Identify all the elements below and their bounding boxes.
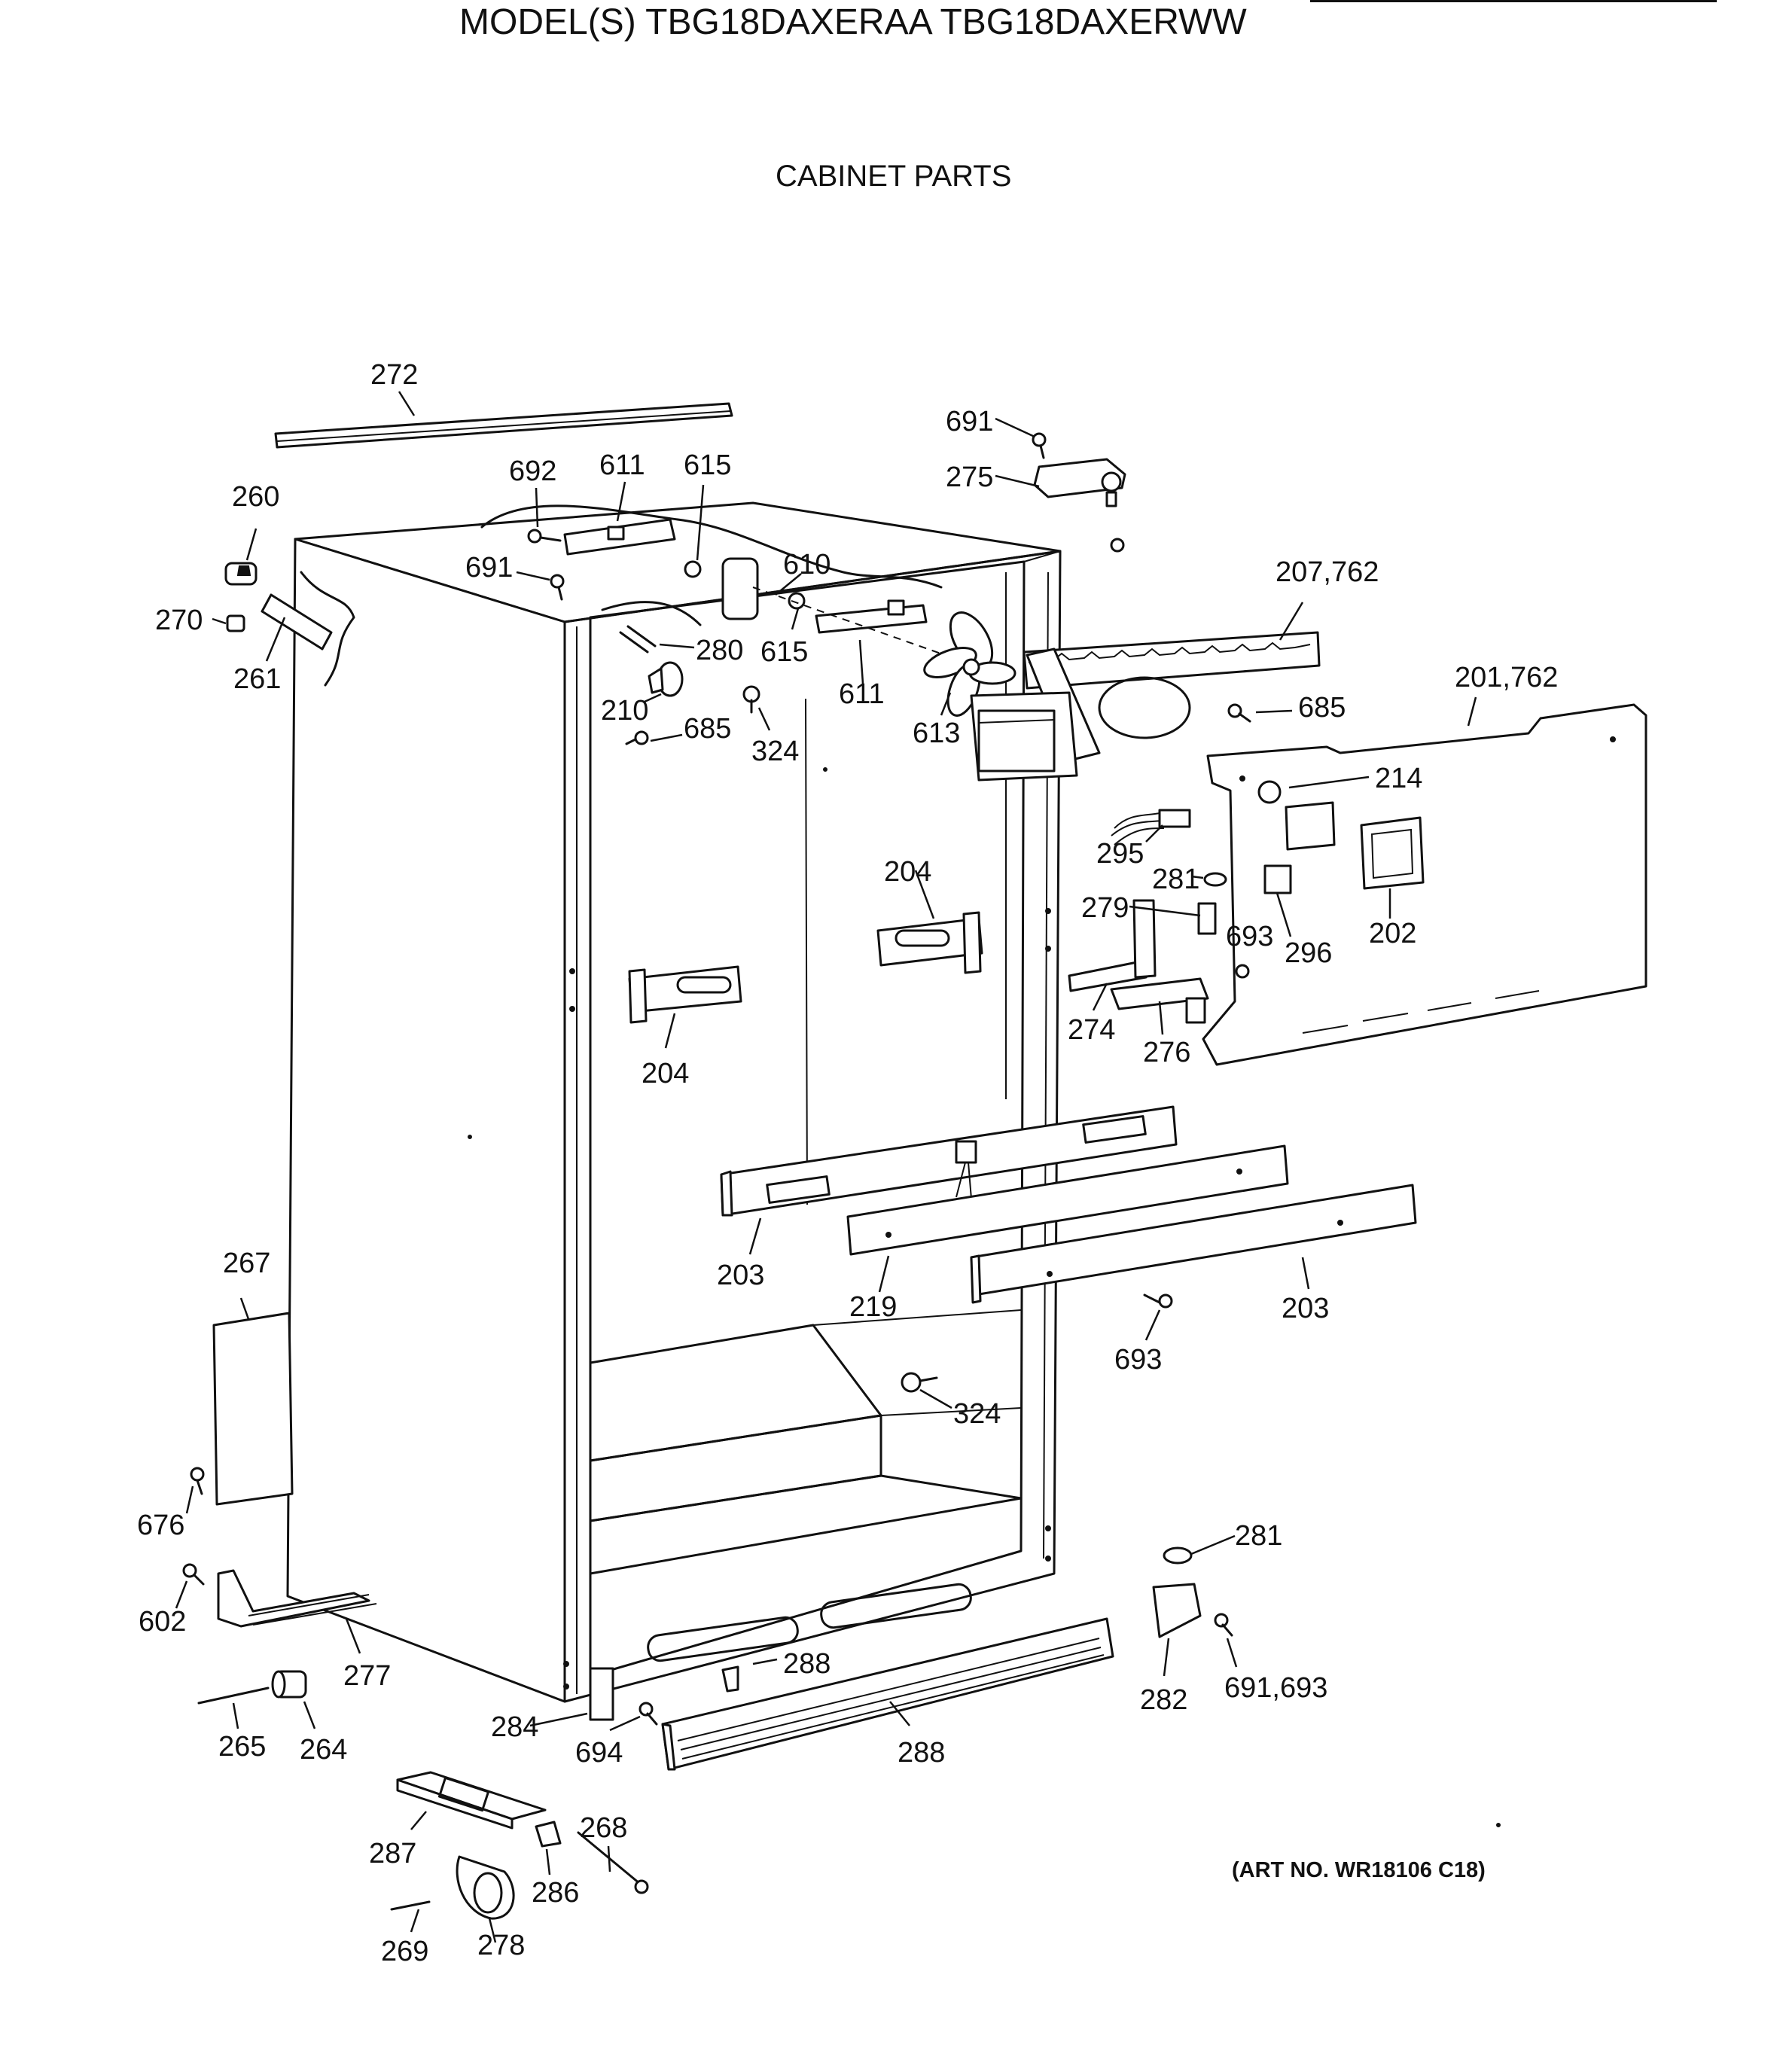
leader-lines <box>175 391 1477 1943</box>
callout-296: 296 <box>1285 937 1332 969</box>
callout-210: 210 <box>601 695 648 727</box>
callout-691-693: 691,693 <box>1224 1672 1327 1704</box>
callout-269: 269 <box>381 1936 428 1967</box>
callout-613: 613 <box>913 718 960 749</box>
callout-615-b: 615 <box>760 636 808 668</box>
callout-693-a: 693 <box>1226 921 1273 952</box>
callout-691-b: 691 <box>465 552 513 584</box>
model-title: MODEL(S) TBG18DAXERAA TBG18DAXERWW <box>459 2 1247 42</box>
callout-284: 284 <box>491 1711 538 1743</box>
mullion-bar-203-upper <box>720 1105 1178 1217</box>
mullion-strip-219 <box>846 1144 1289 1256</box>
callout-267: 267 <box>223 1248 270 1279</box>
callout-693-b: 693 <box>1114 1344 1162 1376</box>
callout-260: 260 <box>232 481 279 513</box>
art-number: (ART NO. WR18106 C18) <box>1232 1858 1486 1882</box>
scan-dots <box>468 767 1501 1827</box>
callout-278: 278 <box>477 1930 525 1961</box>
callout-204-a: 204 <box>884 856 931 888</box>
callout-268: 268 <box>580 1812 627 1844</box>
callout-277: 277 <box>343 1660 391 1692</box>
callout-610: 610 <box>783 549 831 580</box>
callout-214: 214 <box>1375 763 1422 794</box>
callout-261: 261 <box>233 663 281 695</box>
callout-203-a: 203 <box>717 1260 764 1291</box>
callout-281-b: 281 <box>1235 1520 1282 1552</box>
part-callouts: 272 691 275 692 611 615 260 691 610 270 … <box>137 359 1558 1967</box>
callout-204-b: 204 <box>642 1058 689 1089</box>
callout-611-b: 611 <box>839 678 885 710</box>
callout-281-a: 281 <box>1152 864 1199 895</box>
callout-691-a: 691 <box>946 406 993 437</box>
callout-324-b: 324 <box>953 1398 1001 1430</box>
callout-272: 272 <box>370 359 418 391</box>
misc-screws <box>182 432 1251 1586</box>
callout-288-a: 288 <box>783 1648 831 1680</box>
hinge-pin-assembly-260 <box>224 562 333 651</box>
callout-219: 219 <box>849 1291 897 1323</box>
callout-275: 275 <box>946 462 993 493</box>
callout-282: 282 <box>1140 1684 1187 1716</box>
callout-676: 676 <box>137 1510 184 1541</box>
bottom-bracket-284 <box>589 1667 658 1726</box>
callout-295: 295 <box>1096 838 1144 870</box>
evaporator-cover-201 <box>1202 703 1647 1066</box>
fan-housing-207 <box>970 631 1321 782</box>
callout-611-a: 611 <box>599 449 645 481</box>
callout-203-b: 203 <box>1282 1293 1329 1324</box>
callout-694: 694 <box>575 1737 623 1769</box>
callout-207-762: 207,762 <box>1276 556 1379 588</box>
top-bracket-parts <box>527 518 1010 678</box>
callout-202: 202 <box>1369 918 1416 949</box>
callout-615-a: 615 <box>684 449 731 481</box>
callout-324-a: 324 <box>751 736 799 767</box>
callout-270: 270 <box>155 605 203 636</box>
callout-685-b: 685 <box>1298 692 1346 724</box>
trim-strip-272 <box>274 402 733 449</box>
toe-grille-288 <box>661 1617 1114 1771</box>
callout-279: 279 <box>1081 892 1129 924</box>
small-fasteners-top <box>550 574 760 714</box>
callout-276: 276 <box>1143 1037 1190 1068</box>
callout-274: 274 <box>1068 1014 1115 1046</box>
hinge-bracket-204-left <box>628 965 742 1024</box>
mullion-bar-203-lower <box>970 1184 1417 1304</box>
callout-280: 280 <box>696 635 743 666</box>
callout-602: 602 <box>139 1606 186 1638</box>
callout-265: 265 <box>218 1731 266 1763</box>
header-rule <box>1310 0 1717 2</box>
callout-201-762: 201,762 <box>1455 662 1558 693</box>
section-title: CABINET PARTS <box>776 160 1012 193</box>
hinge-lower-assembly <box>1068 809 1250 1024</box>
lower-hinge-282 <box>1152 1546 1233 1638</box>
leveling-bracket-277 <box>217 1569 377 1628</box>
callout-264: 264 <box>300 1734 347 1766</box>
callout-287: 287 <box>369 1838 416 1869</box>
caster-assembly-278 <box>390 1771 649 1920</box>
side-panel-267 <box>212 1312 294 1506</box>
callout-288-b: 288 <box>898 1737 945 1769</box>
roller-axle-265 <box>197 1670 307 1705</box>
callout-286: 286 <box>532 1877 579 1909</box>
cabinet-shell <box>286 501 1062 1703</box>
callout-685-a: 685 <box>684 713 731 745</box>
callout-692: 692 <box>509 456 556 487</box>
hinge-bracket-204-right <box>876 911 983 974</box>
